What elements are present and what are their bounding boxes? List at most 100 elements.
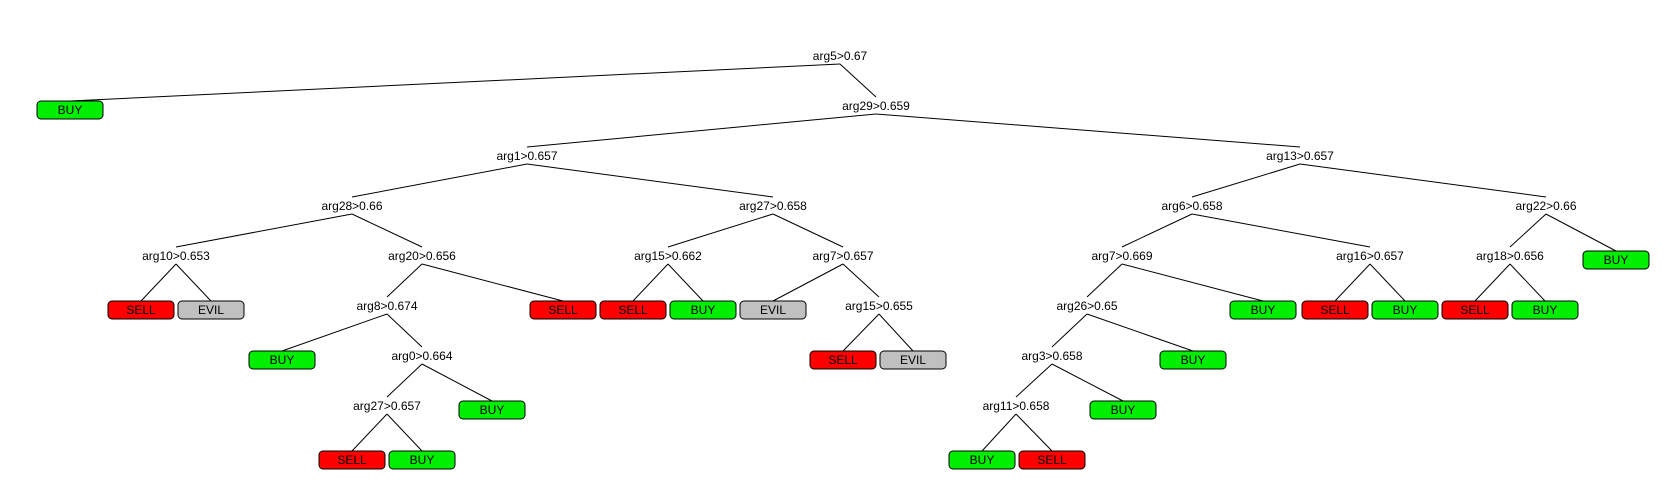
- leaf-buy-l14: BUY: [948, 450, 1016, 470]
- leaf-evil-l11: EVIL: [739, 300, 807, 320]
- leaf-buy-l1: BUY: [36, 100, 104, 120]
- leaf-label: BUY: [1393, 303, 1418, 317]
- edge-n14-n15: [1191, 163, 1301, 198]
- condition-n13: arg15>0.655: [845, 299, 913, 313]
- leaf-label: BUY: [1251, 303, 1276, 317]
- condition-n5: arg10>0.653: [142, 249, 210, 263]
- leaf-box: [879, 350, 947, 370]
- edge-n2-n14: [875, 113, 1301, 148]
- condition-n16: arg7>0.669: [1091, 249, 1152, 263]
- edge-n16-l18: [1121, 263, 1264, 302]
- leaf-label: EVIL: [198, 303, 224, 317]
- leaf-box: [1018, 450, 1086, 470]
- condition-n1: arg5>0.67: [813, 49, 868, 63]
- leaf-evil-l3: EVIL: [177, 300, 245, 320]
- edge-n7-n8: [386, 313, 423, 348]
- leaf-label: BUY: [58, 103, 83, 117]
- leaf-box: [529, 300, 597, 320]
- leaf-label: SELL: [618, 303, 648, 317]
- edge-n9-l6: [386, 413, 423, 452]
- leaf-label: BUY: [270, 353, 295, 367]
- edge-n4-n5: [175, 213, 353, 248]
- condition-n4: arg28>0.66: [321, 199, 382, 213]
- leaf-box: [36, 100, 104, 120]
- edge-n1-l1: [69, 63, 841, 102]
- condition-n10: arg27>0.658: [739, 199, 807, 213]
- leaf-box: [1229, 300, 1297, 320]
- leaf-sell-l19: SELL: [1301, 300, 1369, 320]
- edge-n3-n4: [351, 163, 528, 198]
- edge-n9-l5: [351, 413, 388, 452]
- condition-n18: arg3>0.658: [1021, 349, 1082, 363]
- edge-n14-n21: [1299, 163, 1547, 198]
- leaf-buy-l22: BUY: [1511, 300, 1579, 320]
- leaf-label: EVIL: [900, 353, 926, 367]
- edge-n19-l15: [1015, 413, 1053, 452]
- edge-n11-l9: [632, 263, 669, 302]
- leaf-label: EVIL: [760, 303, 786, 317]
- leaf-buy-l23: BUY: [1582, 250, 1650, 270]
- leaf-evil-l13: EVIL: [879, 350, 947, 370]
- condition-n9: arg27>0.657: [353, 399, 421, 413]
- leaf-sell-l5: SELL: [318, 450, 386, 470]
- edge-n16-n17: [1086, 263, 1123, 298]
- condition-n20: arg16>0.657: [1336, 249, 1404, 263]
- edge-n8-l7: [421, 363, 493, 402]
- condition-n15: arg6>0.658: [1161, 199, 1222, 213]
- leaf-box: [809, 350, 877, 370]
- edge-n5-l3: [175, 263, 212, 302]
- edge-n5-l2: [140, 263, 177, 302]
- condition-n22: arg18>0.656: [1476, 249, 1544, 263]
- edge-n7-l4: [281, 313, 388, 352]
- edge-n1-n2: [839, 63, 877, 98]
- leaf-box: [1441, 300, 1509, 320]
- leaf-box: [739, 300, 807, 320]
- condition-n7: arg8>0.674: [356, 299, 417, 313]
- edge-n12-l11: [772, 263, 844, 302]
- condition-n17: arg26>0.65: [1056, 299, 1117, 313]
- leaf-label: SELL: [1320, 303, 1350, 317]
- leaf-box: [669, 300, 737, 320]
- leaf-label: SELL: [126, 303, 156, 317]
- leaf-label: SELL: [1037, 453, 1067, 467]
- edge-n12-n13: [842, 263, 880, 298]
- edge-n3-n10: [526, 163, 774, 198]
- leaf-label: BUY: [1533, 303, 1558, 317]
- edge-n22-l21: [1474, 263, 1511, 302]
- leaf-label: SELL: [828, 353, 858, 367]
- condition-n8: arg0>0.664: [391, 349, 452, 363]
- edge-n13-l12: [842, 313, 880, 352]
- edge-n6-l8: [421, 263, 564, 302]
- edge-n17-l17: [1086, 313, 1194, 352]
- leaf-label: BUY: [480, 403, 505, 417]
- leaf-sell-l2: SELL: [107, 300, 175, 320]
- edge-n22-l22: [1509, 263, 1546, 302]
- condition-n19: arg11>0.658: [983, 399, 1050, 413]
- leaf-label: BUY: [1181, 353, 1206, 367]
- leaf-buy-l18: BUY: [1229, 300, 1297, 320]
- leaf-box: [948, 450, 1016, 470]
- edge-n10-n12: [772, 213, 844, 248]
- leaf-box: [388, 450, 456, 470]
- leaf-buy-l20: BUY: [1371, 300, 1439, 320]
- condition-n21: arg22>0.66: [1515, 199, 1576, 213]
- leaf-box: [177, 300, 245, 320]
- edge-n21-l23: [1545, 213, 1617, 252]
- condition-n11: arg15>0.662: [634, 249, 702, 263]
- leaf-sell-l8: SELL: [529, 300, 597, 320]
- leaf-sell-l15: SELL: [1018, 450, 1086, 470]
- edge-n20-l20: [1369, 263, 1406, 302]
- edge-n18-n19: [1015, 363, 1053, 398]
- leaf-label: BUY: [1111, 403, 1136, 417]
- edge-n4-n6: [351, 213, 423, 248]
- leaf-label: SELL: [1460, 303, 1490, 317]
- edge-n17-n18: [1051, 313, 1088, 348]
- leaf-box: [318, 450, 386, 470]
- edge-n8-n9: [386, 363, 423, 398]
- leaf-sell-l21: SELL: [1441, 300, 1509, 320]
- edge-n21-n22: [1509, 213, 1547, 248]
- tree-edges: [69, 63, 1617, 452]
- edge-n15-n20: [1191, 213, 1371, 248]
